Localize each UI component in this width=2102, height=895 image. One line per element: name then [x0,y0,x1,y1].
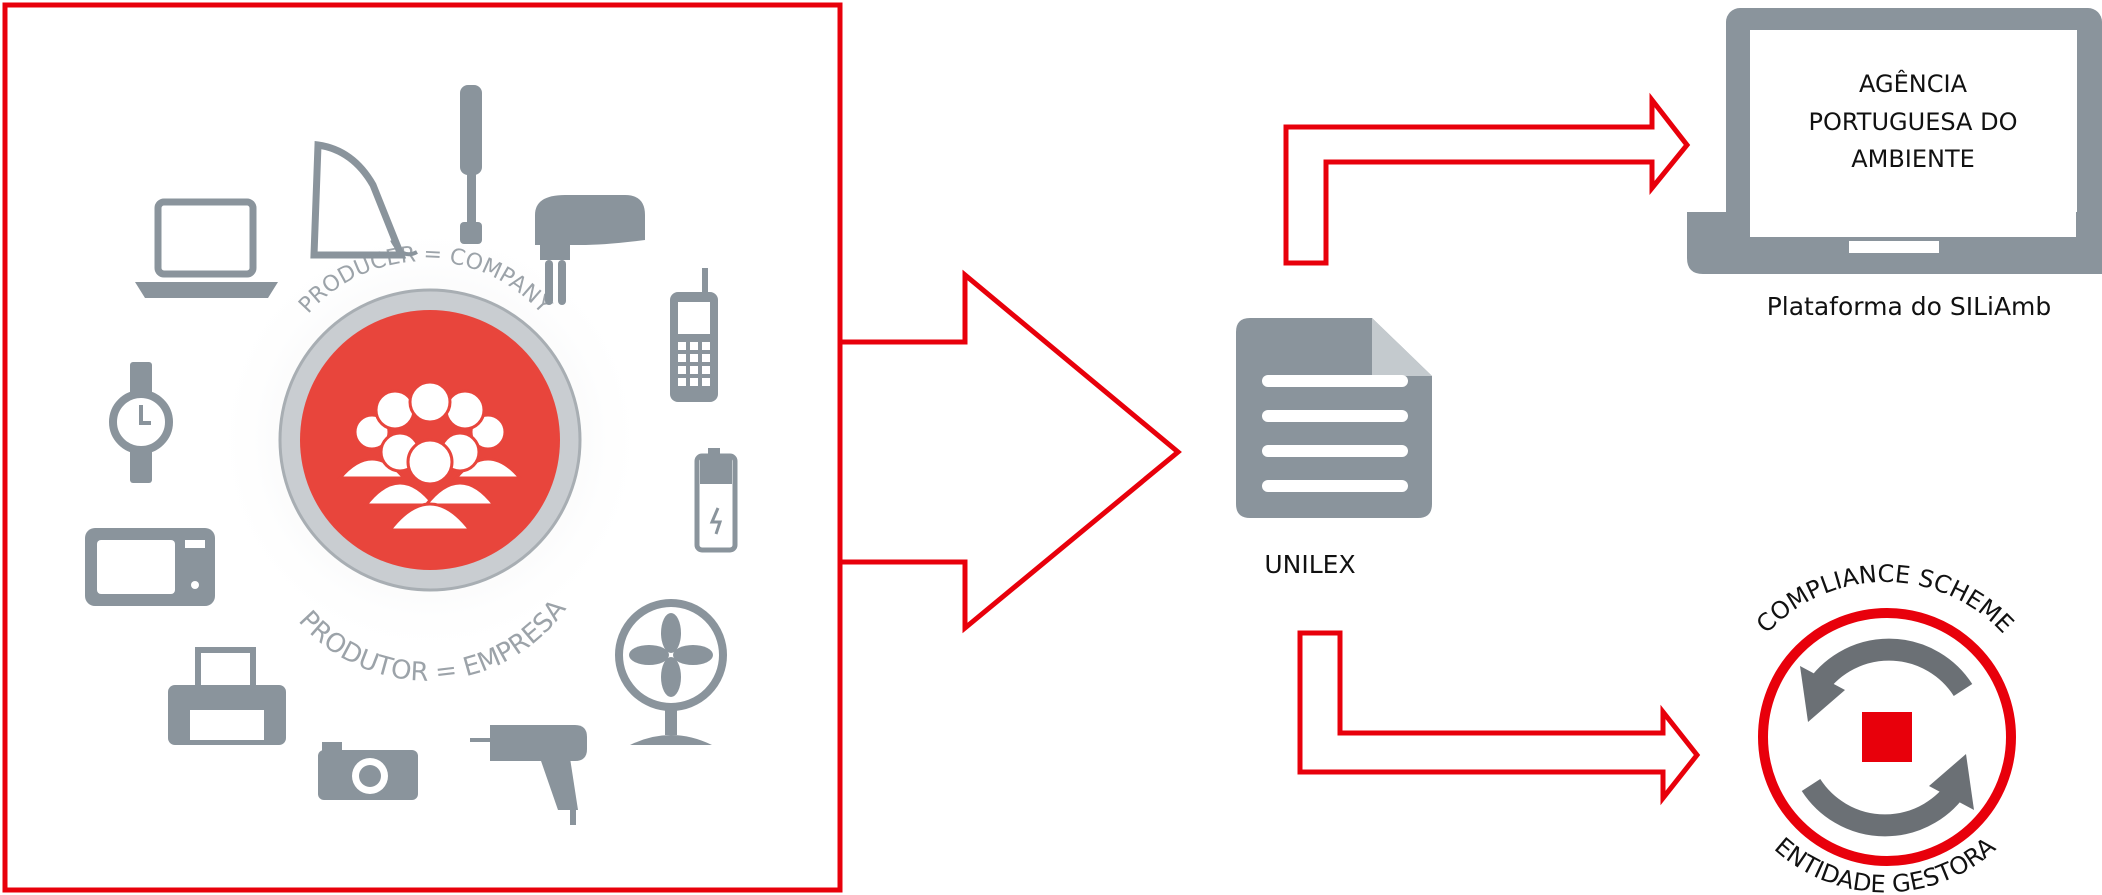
producer-panel: PRODUCER = COMPANY PRODUTOR = EMPRESA [2,2,843,893]
laptop-icon [1687,8,2102,274]
producer-illustration: PRODUCER = COMPANY PRODUTOR = EMPRESA [85,85,738,825]
apa-caption: Plataforma do SILiAmb [1767,292,2052,321]
arrow-to-compliance [1297,630,1701,806]
iron-icon [310,140,418,259]
microwave-icon [85,528,215,606]
apa-screen-line-2: PORTUGUESA DO [1809,108,2018,136]
unilex-label: UNILEX [1264,550,1355,579]
watch-icon [109,362,173,483]
apa-node: AGÊNCIA PORTUGUESA DO AMBIENTE Plataform… [1687,8,2102,321]
hand-blender-icon [460,85,482,244]
people-group-icon [336,380,524,532]
camera-icon [318,742,418,800]
apa-screen-line-3: AMBIENTE [1851,145,1975,173]
compliance-center-square [1862,712,1912,762]
mobile-phone-icon [670,268,718,402]
sync-arrows-icon [1800,638,1974,837]
apa-screen-line-1: AGÊNCIA [1859,69,1968,98]
laptop-icon [135,198,278,298]
battery-icon [694,448,738,553]
compliance-node: COMPLIANCE SCHEME ENTIDADE GESTORA [1751,560,2019,895]
document-icon [1236,318,1432,518]
hand-mixer-icon [535,195,645,305]
drill-icon [470,725,587,825]
unilex-node: UNILEX [1236,318,1432,579]
arrow-to-apa [1283,92,1691,266]
printer-icon [168,647,286,745]
fan-icon [615,599,727,745]
main-flow-arrow [837,269,1182,634]
